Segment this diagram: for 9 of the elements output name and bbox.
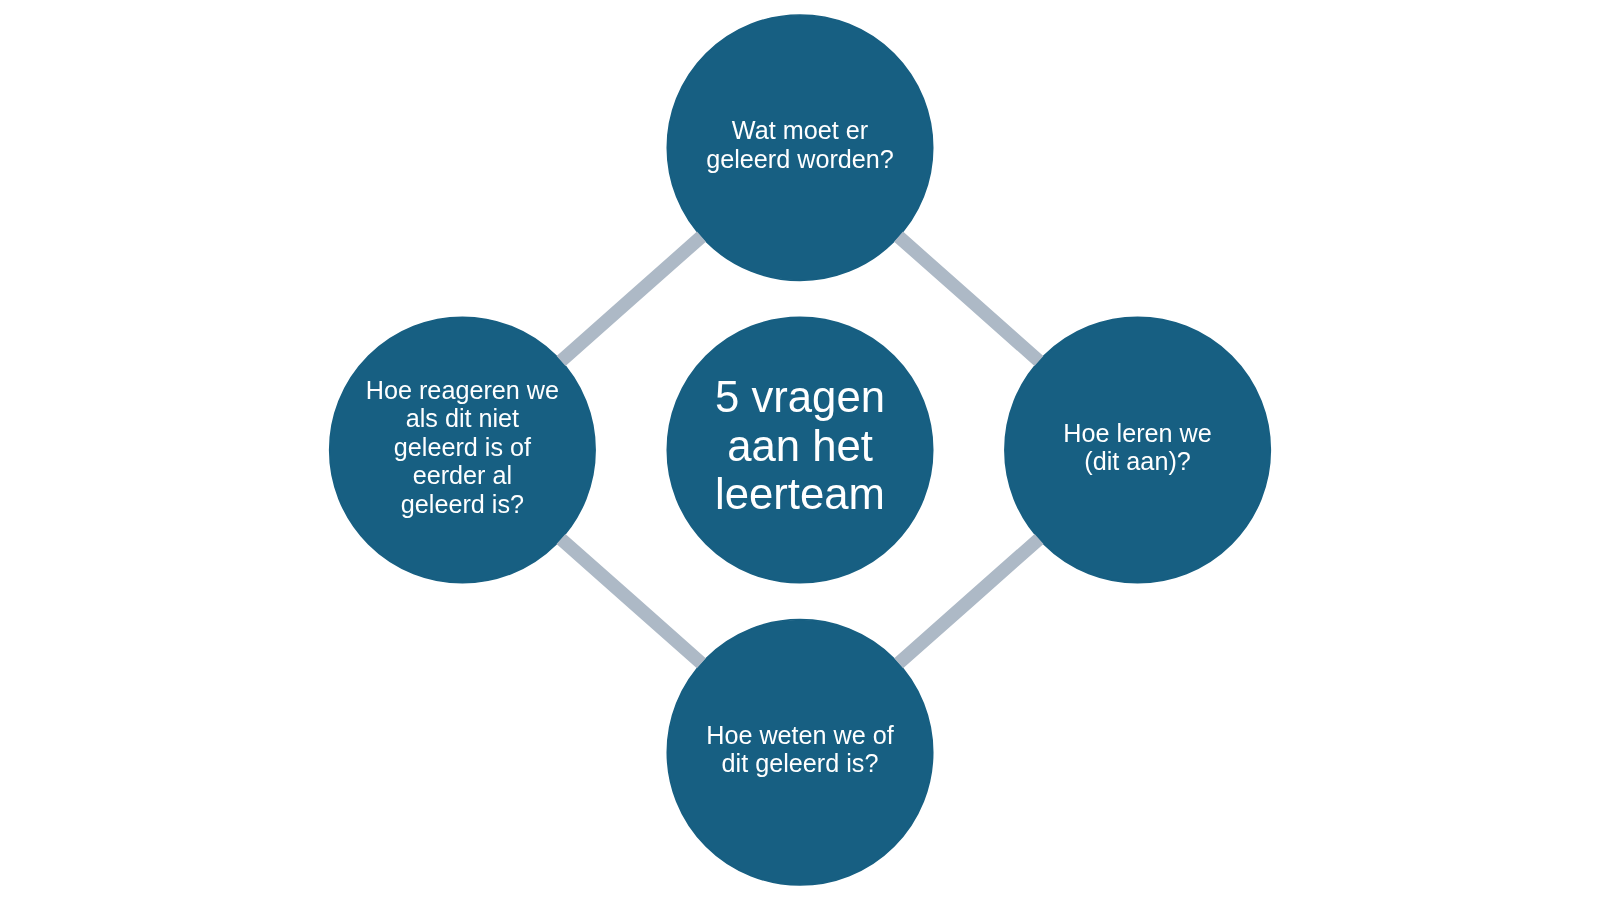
connector xyxy=(894,231,1044,366)
connector xyxy=(556,231,706,366)
node-circle: Hoe weten we of dit geleerd is? xyxy=(666,618,934,886)
connector xyxy=(556,533,706,669)
node-circle: Hoe reageren we als dit niet geleerd is of eerder al geleerd is? xyxy=(328,316,596,584)
node-circle: Hoe leren we (dit aan)? xyxy=(1004,316,1272,584)
node-circle: 5 vragen aan het leerteam xyxy=(666,316,934,584)
node-circle: Wat moet er geleerd worden? xyxy=(666,14,934,282)
connector xyxy=(894,533,1044,669)
